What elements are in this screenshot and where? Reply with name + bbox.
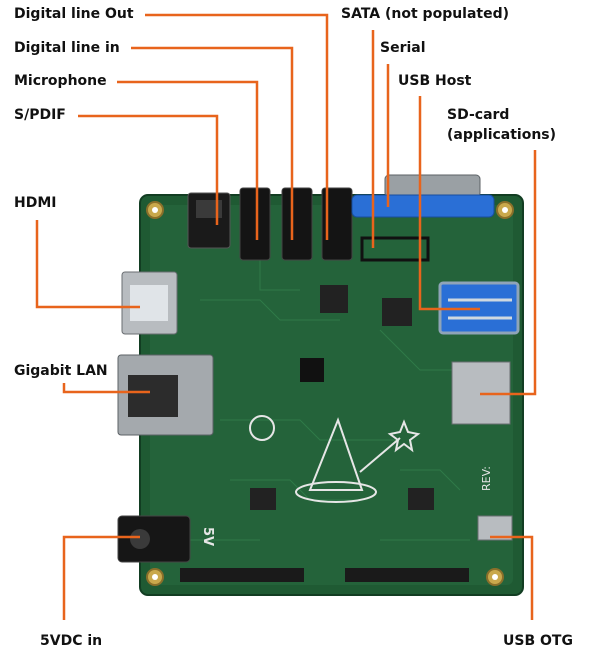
label-gigabit-lan: Gigabit LAN [14, 363, 108, 379]
header-left [180, 568, 304, 582]
label-usb-host: USB Host [398, 73, 472, 89]
chip-2 [320, 285, 348, 313]
label-hdmi: HDMI [14, 195, 57, 211]
label-digital-line-in: Digital line in [14, 40, 120, 56]
label-microphone: Microphone [14, 73, 107, 89]
chip-cpu [300, 358, 324, 382]
wizard-silkscreen [295, 417, 421, 503]
chip-5 [408, 488, 434, 510]
pw-logo [249, 415, 275, 441]
label-usb-otg: USB OTG [503, 633, 573, 649]
pcb-traces [180, 250, 480, 541]
leader-lines [35, 13, 537, 620]
header-right [345, 568, 469, 582]
chip-3 [382, 298, 412, 326]
serial-shell [384, 174, 481, 198]
silk-rev: REV: [479, 466, 493, 491]
sata-connector [360, 236, 430, 262]
label-digital-line-out: Digital line Out [14, 6, 134, 22]
label-5vdc-in: 5VDC in [40, 633, 103, 649]
dc-jack [117, 515, 191, 563]
silk-5v: 5V [200, 526, 216, 547]
label-sata: SATA (not populated) [341, 6, 510, 22]
label-sd-card-applications: (applications) [447, 127, 557, 143]
label-spdif: S/PDIF [14, 107, 66, 123]
audio-jacks [239, 187, 353, 261]
label-serial: Serial [380, 40, 426, 56]
label-sd-card: SD-card [447, 107, 510, 123]
chip-4 [250, 488, 276, 510]
